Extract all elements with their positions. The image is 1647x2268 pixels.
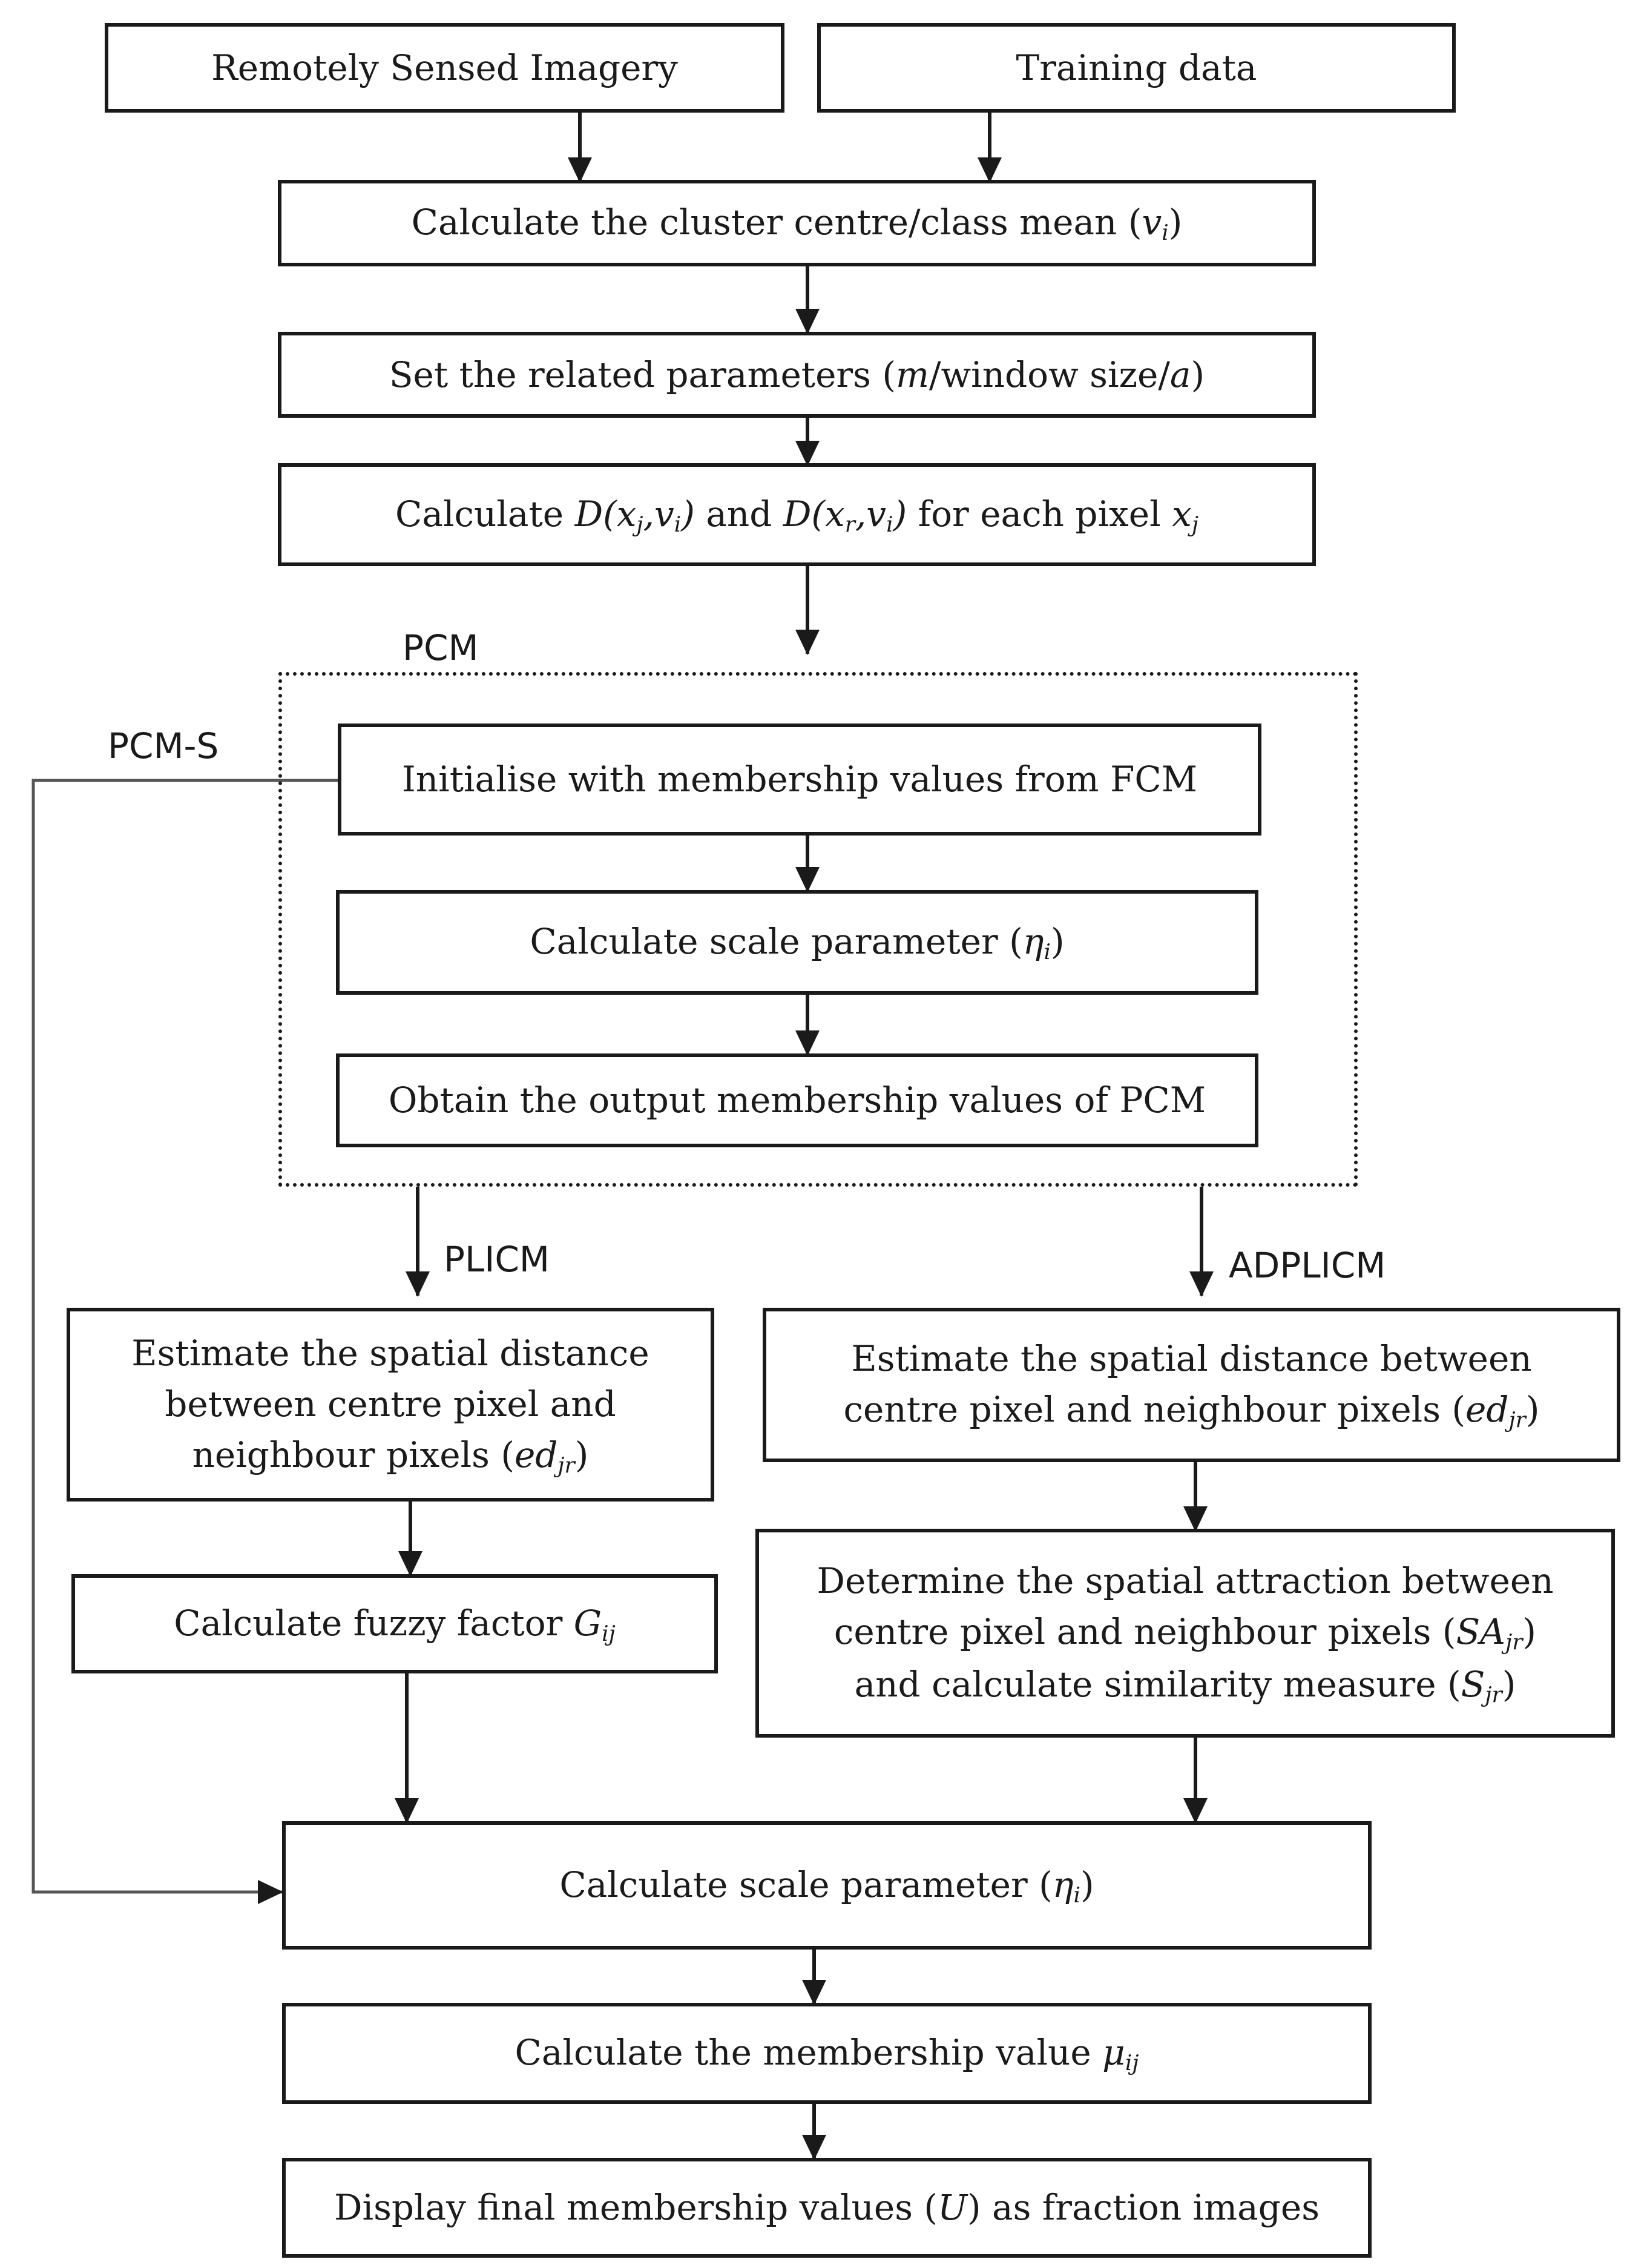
pcm-output-label: Obtain the output membership values of P… [388, 1080, 1206, 1121]
adplicm-label: ADPLICM [1229, 1245, 1386, 1286]
membership-value-box: Calculate the membership value μij [282, 2003, 1372, 2104]
fuzzy-factor-box: Calculate fuzzy factor Gij [71, 1574, 718, 1673]
initialise-fcm-box: Initialise with membership values from F… [338, 724, 1261, 836]
cluster-centre-box: Calculate the cluster centre/class mean … [278, 180, 1316, 266]
remotely-sensed-imagery-label: Remotely Sensed Imagery [211, 47, 678, 88]
calculate-distance-label: Calculate D(xj,vi) and D(xr,vi) for each… [395, 493, 1198, 537]
fuzzy-factor-label: Calculate fuzzy factor Gij [174, 1602, 616, 1646]
training-data-label: Training data [1016, 47, 1257, 88]
calculate-distance-box: Calculate D(xj,vi) and D(xr,vi) for each… [278, 463, 1316, 566]
final-scale-parameter-box: Calculate scale parameter (ηi) [282, 1821, 1372, 1950]
cluster-centre-label: Calculate the cluster centre/class mean … [411, 202, 1183, 246]
final-scale-parameter-label: Calculate scale parameter (ηi) [559, 1864, 1094, 1908]
pcm-scale-parameter-box: Calculate scale parameter (ηi) [336, 890, 1258, 995]
pcm-group [278, 672, 1358, 1187]
spatial-attraction-box: Determine the spatial attraction between… [755, 1529, 1615, 1738]
display-fraction-images-box: Display final membership values (U) as f… [282, 2158, 1372, 2258]
initialise-fcm-label: Initialise with membership values from F… [401, 759, 1198, 800]
pcm-s-label: PCM-S [108, 725, 219, 766]
pcm-scale-parameter-label: Calculate scale parameter (ηi) [530, 921, 1065, 965]
training-data-box: Training data [817, 23, 1456, 113]
pcm-s-connector [31, 779, 340, 1904]
pcm-output-box: Obtain the output membership values of P… [336, 1053, 1258, 1147]
pcm-group-label: PCM [403, 627, 479, 668]
remotely-sensed-imagery-box: Remotely Sensed Imagery [105, 23, 784, 113]
membership-value-label: Calculate the membership value μij [514, 2032, 1139, 2076]
plicm-label: PLICM [444, 1239, 550, 1280]
display-fraction-images-label: Display final membership values (U) as f… [334, 2187, 1320, 2229]
spatial-attraction-label: Determine the spatial attraction between… [817, 1560, 1554, 1707]
related-parameters-label: Set the related parameters (m/window siz… [389, 354, 1205, 395]
related-parameters-box: Set the related parameters (m/window siz… [278, 332, 1316, 418]
